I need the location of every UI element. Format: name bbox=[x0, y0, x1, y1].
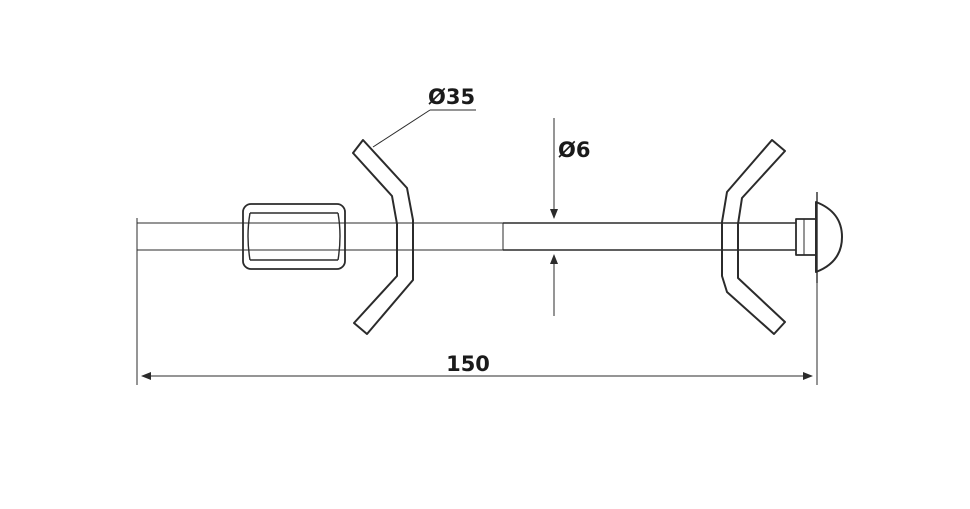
length-dimension-label: 150 bbox=[446, 352, 490, 376]
bolt-head bbox=[795, 192, 843, 283]
smooth-rod bbox=[502, 222, 796, 251]
plate-diameter-label: Ø35 bbox=[428, 85, 475, 109]
right-bent-plate bbox=[721, 139, 786, 335]
left-bent-plate bbox=[352, 139, 414, 335]
plate-diameter-leader bbox=[372, 109, 476, 148]
rod-diameter-label: Ø6 bbox=[558, 138, 590, 162]
threaded-rod bbox=[136, 222, 504, 251]
coupling-nut bbox=[242, 203, 346, 270]
length-dimension bbox=[136, 218, 818, 385]
